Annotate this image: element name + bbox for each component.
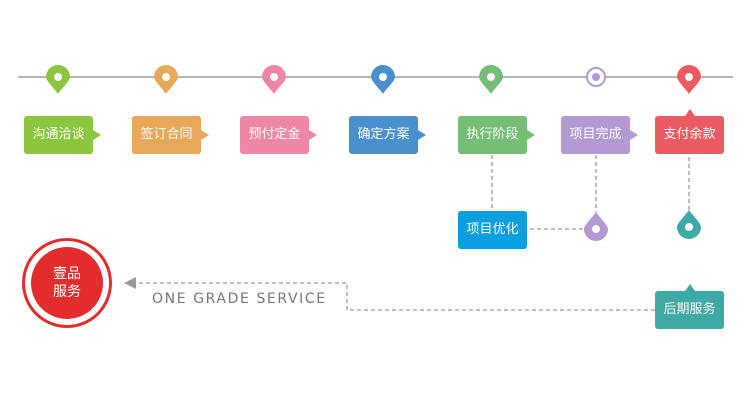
step-box[interactable]: 签订合同: [132, 116, 209, 154]
after-service-box[interactable]: 后期服务: [655, 284, 724, 329]
brand-line-1: 壹品: [53, 266, 81, 282]
map-pin-icon: [154, 65, 178, 94]
pointer-right-icon: [93, 130, 101, 140]
step-label: 支付余款: [663, 127, 716, 142]
pointer-right-icon: [527, 130, 535, 140]
step-label: 预付定金: [248, 127, 301, 142]
step-box[interactable]: 执行阶段: [458, 116, 535, 154]
timeline-pins: [46, 65, 701, 94]
map-pin-icon: [46, 65, 70, 94]
step-box[interactable]: 沟通洽谈: [24, 116, 101, 154]
map-pin-icon: [262, 65, 286, 94]
step-label: 项目完成: [569, 127, 622, 142]
optimize-label: 项目优化: [466, 222, 519, 237]
pointer-up-icon: [684, 284, 695, 291]
step-label: 沟通洽谈: [32, 127, 85, 142]
step-label: 签订合同: [140, 127, 193, 142]
pointer-right-icon: [309, 130, 317, 140]
step-box[interactable]: 确定方案: [349, 116, 426, 154]
step-box[interactable]: 项目完成: [561, 116, 638, 154]
arrow-left-icon: [124, 277, 136, 289]
branch-pins: [584, 210, 701, 241]
brand-logo-inner: 壹品 服务: [31, 247, 103, 319]
ring-marker-icon: [586, 67, 606, 87]
step-label: 确定方案: [357, 127, 410, 142]
connector-after-service-to-brand: [136, 282, 655, 311]
map-pin-icon: [677, 65, 701, 94]
brand-logo-circle: 壹品 服务: [22, 238, 112, 328]
step-box[interactable]: 支付余款: [655, 109, 724, 154]
optimize-box[interactable]: 项目优化: [458, 211, 527, 249]
pointer-right-icon: [418, 130, 426, 140]
step-label: 执行阶段: [466, 127, 519, 142]
map-pin-icon: [479, 65, 503, 94]
step-box[interactable]: 预付定金: [240, 116, 317, 154]
pointer-right-icon: [630, 130, 638, 140]
brand-line-2: 服务: [53, 284, 81, 300]
pointer-up-icon: [684, 109, 695, 116]
pointer-right-icon: [201, 130, 209, 140]
after-service-label: 后期服务: [663, 302, 716, 317]
map-pin-icon: [677, 210, 701, 239]
map-pin-icon: [371, 65, 395, 94]
brand-tagline: ONE GRADE SERVICE: [152, 291, 327, 307]
map-pin-icon: [584, 212, 608, 241]
